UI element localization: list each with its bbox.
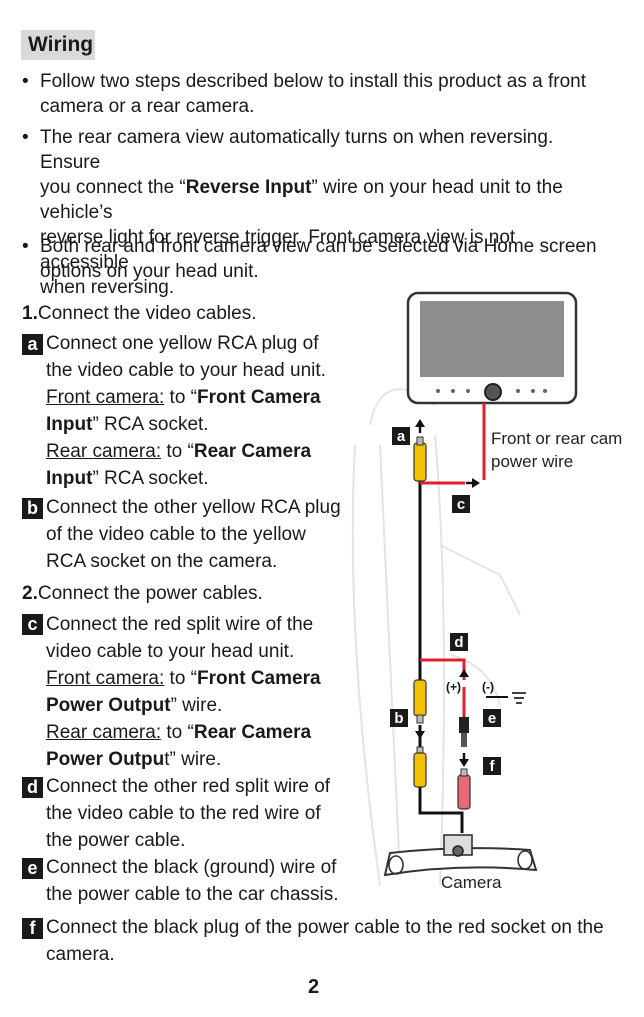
bullet-1-text: Follow two steps described below to inst… [40,69,600,119]
badge-d: d [22,777,43,798]
section-heading: Wiring [28,33,94,56]
arrow-up-icon [459,669,469,677]
bullet-1-line-2: camera or a rear camera. [40,96,255,117]
minus-label: (-) [482,680,494,694]
svg-text:e: e [488,710,496,727]
reverse-input-term: Reverse Input [185,177,312,198]
bullet-marker: • [22,127,29,148]
arrow-down-icon [459,753,469,767]
red-split-wire-d [420,658,466,680]
arrow-down-icon [415,731,425,739]
arrow-right-icon [466,478,480,488]
svg-text:d: d [454,634,463,651]
bullet-1-line-1: Follow two steps described below to inst… [40,71,586,92]
badge-c: c [22,614,43,635]
page-number: 2 [308,976,320,998]
item-e-text: Connect the black (ground) wire of the p… [46,857,339,905]
bullet-3-line-1: Both rear and front camera view can be s… [40,236,597,257]
diagram-badge-d: d [450,633,468,651]
badge-a: a [22,334,43,355]
bullet-2-line-4: when reversing. [40,277,175,298]
bullet-2-line-3: reverse light for reverse trigger. Front… [40,227,516,273]
svg-text:a: a [397,428,406,445]
item-f-text: Connect the black plug of the power cabl… [46,917,604,965]
item-b-text: Connect the other yellow RCA plug of the… [46,497,341,572]
bullet-3-line-2: options on your head unit. [40,261,259,282]
svg-text:b: b [394,710,403,727]
head-unit-device [406,291,578,405]
bullet-2-line-2: you connect the “Reverse Input” wire on … [40,177,563,223]
item-c-text: Connect the red split wire of the video … [46,614,321,770]
power-plug-black [459,717,469,747]
step-2: 2.Connect the power cables. [22,583,263,604]
bullet-2-line-1: The rear camera view automatically turns… [40,127,554,173]
badge-f: f [22,918,43,939]
badge-b: b [22,498,43,519]
diagram-badge-b: b [390,709,408,727]
camera-label: Camera [441,873,502,892]
svg-text:c: c [457,496,465,513]
diagram-badge-e: e [483,709,501,727]
power-wire-label-line-2: power wire [491,452,573,471]
arrow-up-icon [415,419,425,433]
rca-socket-camera [413,746,427,788]
diagram-badge-c: c [452,495,470,513]
bullet-marker: • [22,236,29,257]
item-d-text: Connect the other red split wire of the … [46,776,331,851]
bullet-marker: • [22,71,29,92]
svg-text:f: f [490,758,496,775]
item-a-text: Connect one yellow RCA plug of the video… [46,333,326,489]
red-socket [457,768,471,810]
camera-device [383,834,538,877]
wiring-diagram: a c d b e f (+) (-) Front or rear cam po… [351,291,622,892]
badge-e: e [22,858,43,879]
rca-plug-middle [413,679,427,724]
diagram-badge-a: a [392,427,410,445]
diagram-badge-f: f [483,757,501,775]
plus-label: (+) [446,680,461,694]
power-wire-label-line-1: Front or rear cam [491,429,622,448]
step-1: 1.Connect the video cables. [22,303,257,324]
rca-plug-top [413,436,427,482]
ground-symbol-icon [512,692,526,704]
heading-background [21,30,95,60]
bullet-3-text: Both rear and front camera view can be s… [40,234,600,284]
bullet-2-text: The rear camera view automatically turns… [40,125,600,300]
